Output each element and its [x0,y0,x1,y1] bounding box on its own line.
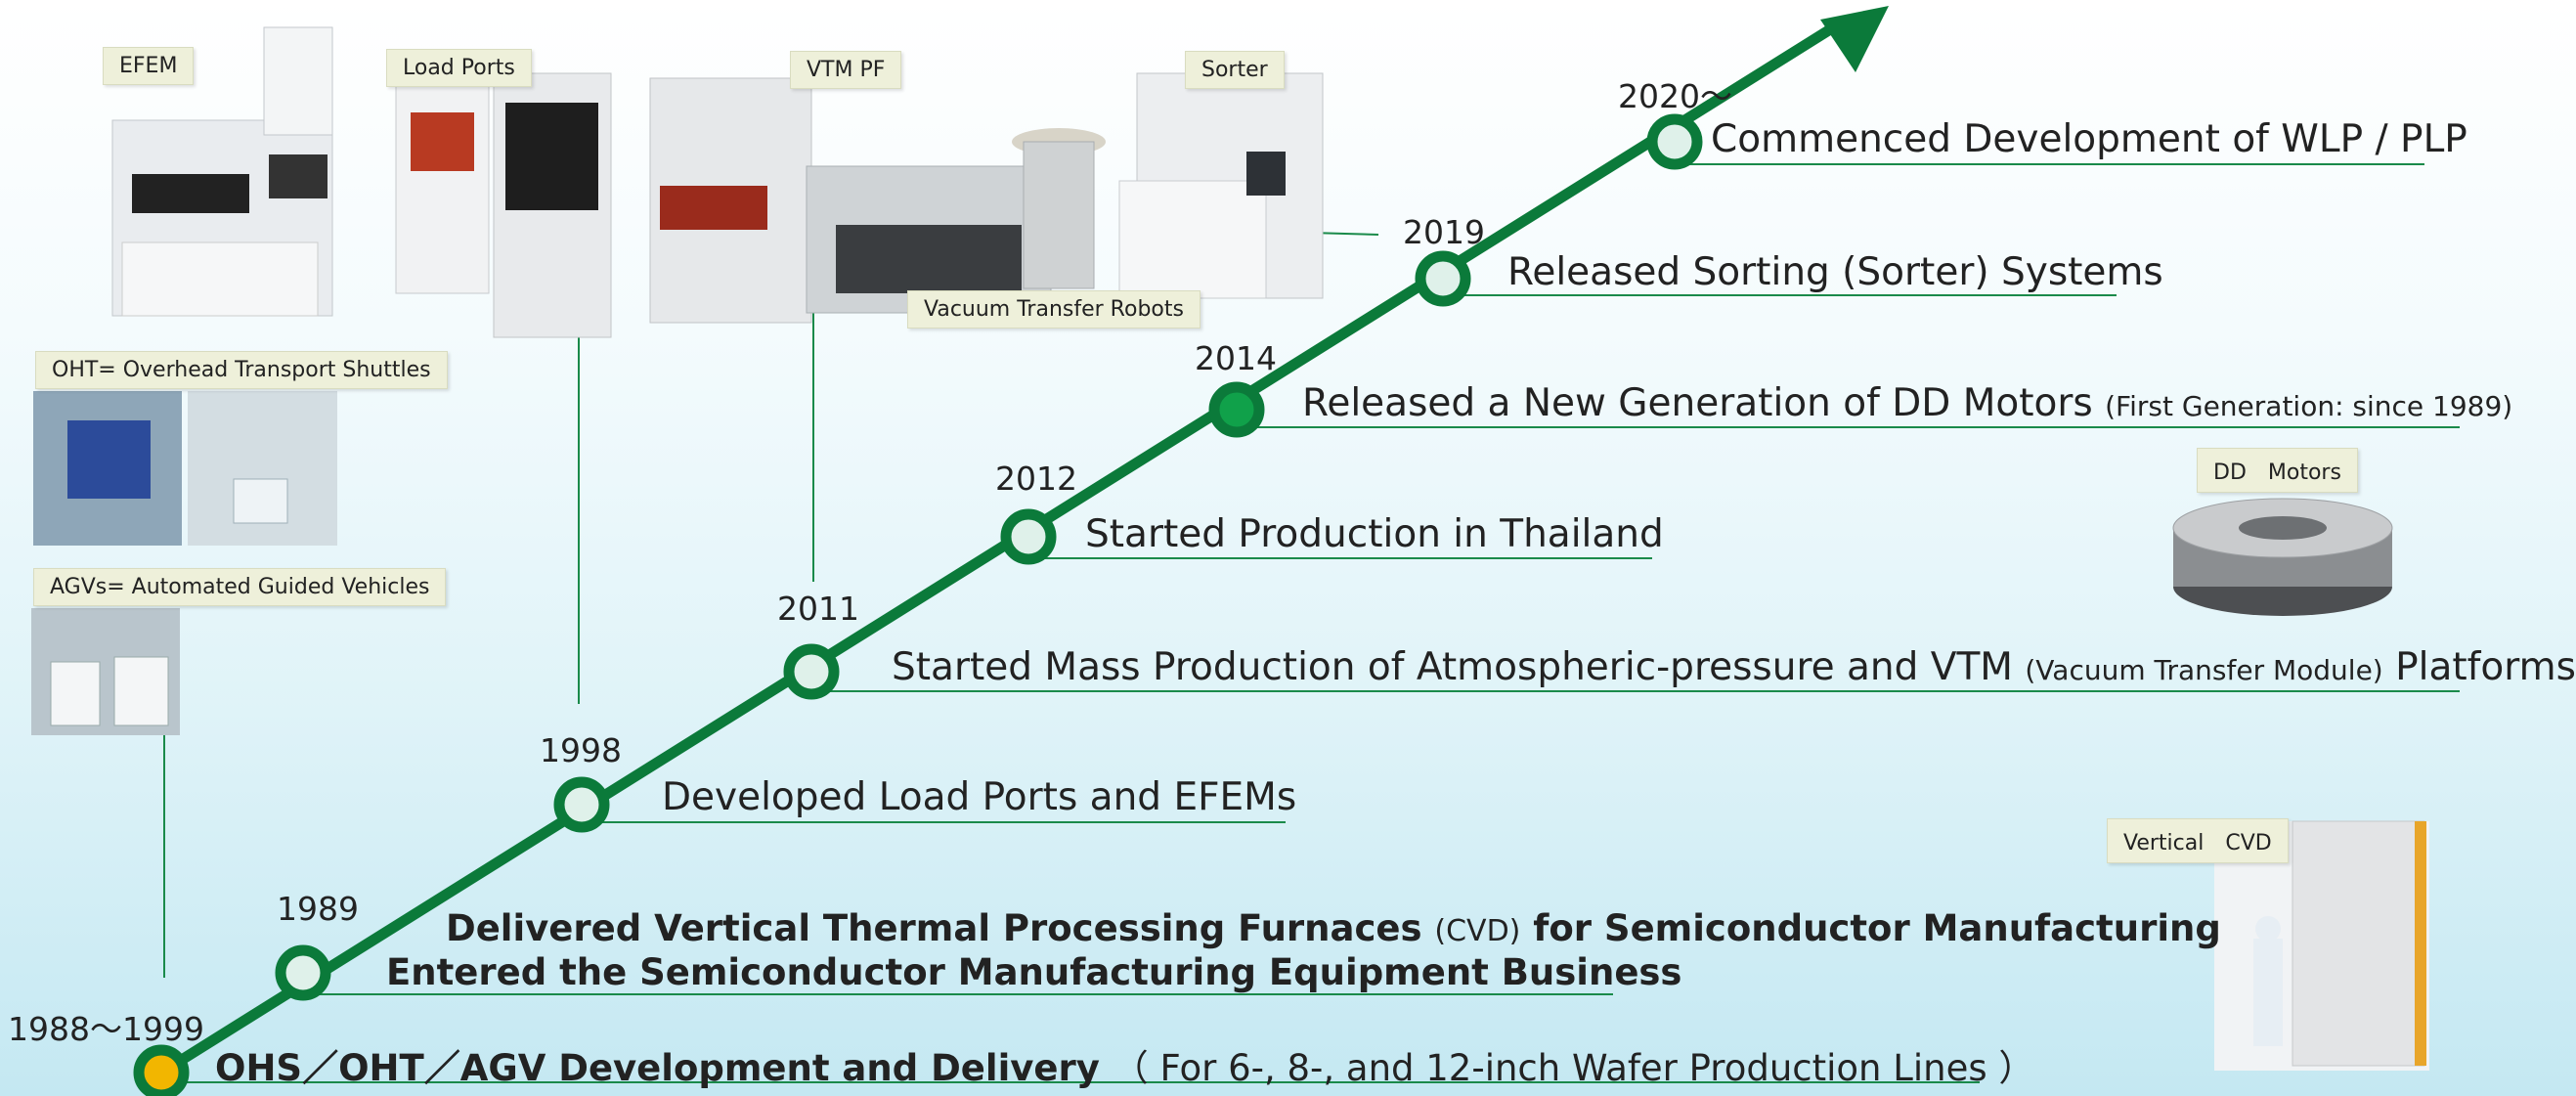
event-1998: Developed Load Ports and EFEMs [662,775,1297,819]
label-efem: EFEM [103,47,195,85]
timeline-line [158,17,1846,1077]
label-load-ports: Load Ports [386,49,532,87]
label-dd-motors: DD Motors [2197,448,2358,493]
photo-oht [33,391,337,546]
event-2014-main: Released a New Generation of DD Motors [1302,381,2093,425]
event-1988: OHS／OHT／AGV Development and Delivery （ F… [215,1038,2034,1091]
photo-efem [111,26,333,317]
year-1988: 1988～1999 [8,1010,204,1048]
year-1998: 1998 [540,731,622,769]
event-1988-main: OHS／OHT／AGV Development and Delivery [215,1047,1100,1089]
event-1989-main: Delivered Vertical Thermal Processing Fu… [446,907,1422,949]
label-sorter: Sorter [1185,51,1285,89]
event-underlines [161,163,2460,1083]
photo-dd-motor [2172,498,2393,616]
year-2020: 2020～ [1618,77,1732,115]
photo-agv [31,608,180,735]
event-2019: Released Sorting (Sorter) Systems [1507,250,2163,294]
event-2011-main: Started Mass Production of Atmospheric-p… [892,645,2013,689]
node-1998 [553,776,610,833]
timeline-arrowhead [1820,6,1889,72]
label-vtm-pf: VTM PF [790,51,902,89]
year-2014: 2014 [1195,339,1277,377]
year-2011: 2011 [777,590,859,628]
year-2019: 2019 [1403,213,1485,251]
event-2020: Commenced Development of WLP / PLP [1711,117,2467,161]
node-2012 [1000,508,1057,565]
node-2019 [1415,250,1471,307]
timeline-nodes [133,113,1703,1096]
node-2014 [1208,381,1265,438]
event-2011-note: (Vacuum Transfer Module) [2025,654,2383,686]
node-1989 [275,944,331,1001]
photo-vtm-pf [649,77,1052,324]
event-1989-line1: Delivered Vertical Thermal Processing Fu… [446,907,2221,949]
event-2014-note: (First Generation: since 1989) [2105,390,2513,422]
photo-sorter [1118,72,1324,299]
product-leaders [163,232,1379,978]
node-1988 [133,1044,190,1096]
photo-load-ports [395,67,612,338]
node-2020 [1646,113,1703,170]
event-2011: Started Mass Production of Atmospheric-p… [892,645,2576,689]
label-oht: OHT= Overhead Transport Shuttles [35,351,448,389]
label-vacuum-robots: Vacuum Transfer Robots [907,290,1201,329]
event-1989-cvd: (CVD) [1434,914,1521,948]
event-1989-line2: Entered the Semiconductor Manufacturing … [386,951,1682,993]
event-1988-note: （ For 6-, 8-, and 12-inch Wafer Producti… [1112,1047,2035,1089]
label-agv: AGVs= Automated Guided Vehicles [33,568,447,606]
event-1989-tail: for Semiconductor Manufacturing [1533,907,2221,949]
year-2012: 2012 [995,460,1077,498]
year-1989: 1989 [277,890,359,928]
label-vertical-cvd: Vertical CVD [2107,818,2289,863]
node-2011 [783,643,840,700]
event-2011-tail: Platforms [2395,645,2576,689]
photo-vacuum-robot [1012,128,1106,289]
event-2012: Started Production in Thailand [1085,512,1664,556]
timeline-diagram: EFEM Load Ports VTM PF Sorter Vacuum Tra… [8,6,2576,1096]
event-2014: Released a New Generation of DD Motors (… [1302,381,2512,425]
